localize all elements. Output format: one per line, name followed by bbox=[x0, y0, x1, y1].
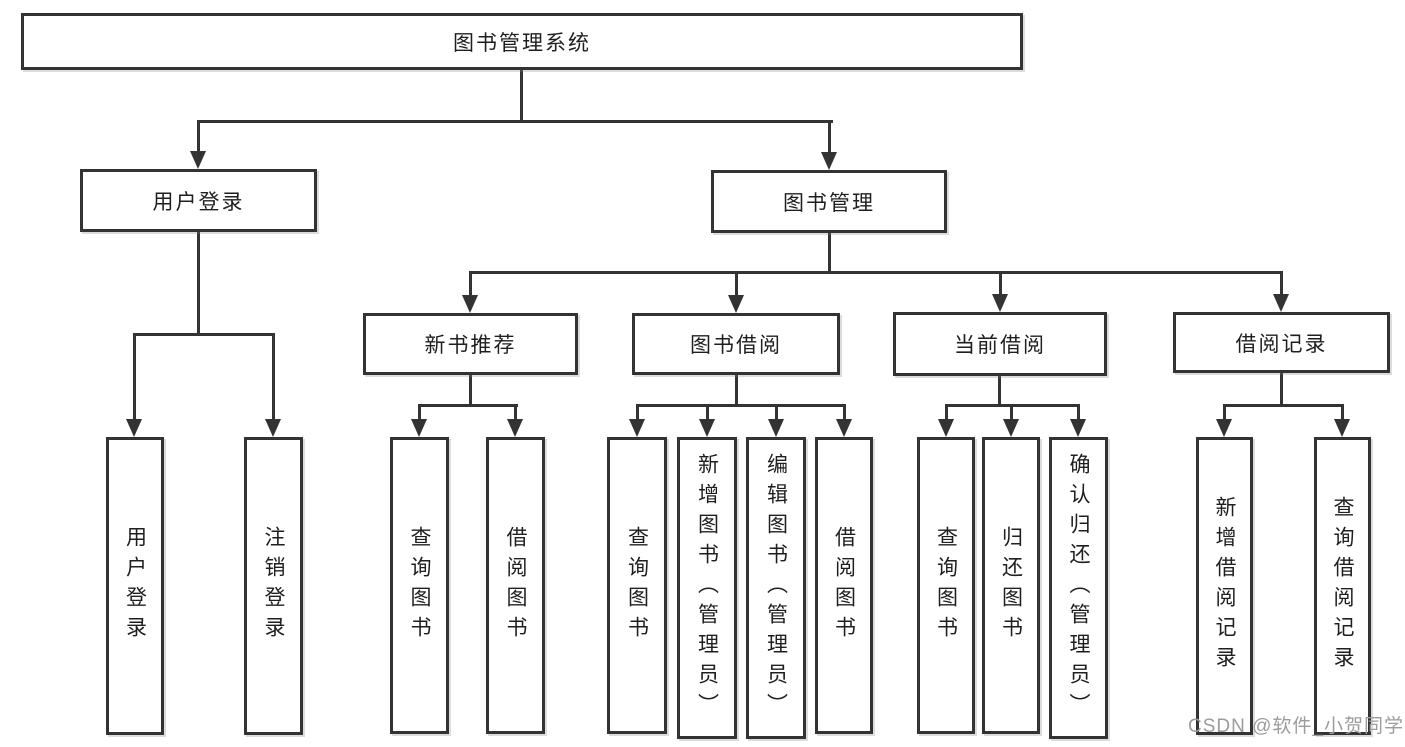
leaf-label: 查询图书 bbox=[934, 525, 958, 646]
node-label: 图书管理 bbox=[783, 191, 875, 215]
arrow-down-icon bbox=[126, 419, 142, 437]
connector-line bbox=[1341, 404, 1344, 421]
leaf-label: 借阅图书 bbox=[832, 525, 856, 646]
leaf-current-confirm-return-admin: 确认归还（管理员） bbox=[1049, 437, 1108, 739]
leaf-newbook-borrow-books: 借阅图书 bbox=[486, 437, 545, 734]
arrow-down-icon bbox=[1273, 294, 1289, 312]
node-label: 图书管理系统 bbox=[453, 31, 591, 55]
node-current-borrowing: 当前借阅 bbox=[893, 312, 1107, 376]
node-user-login: 用户登录 bbox=[80, 169, 317, 232]
connector-line bbox=[197, 232, 200, 335]
leaf-current-return-books: 归还图书 bbox=[982, 437, 1040, 734]
connector-line bbox=[197, 120, 200, 152]
connector-line bbox=[133, 333, 136, 420]
leaf-newbook-query-books: 查询图书 bbox=[390, 437, 449, 734]
connector-line bbox=[469, 375, 472, 407]
leaf-records-add-record: 新增借阅记录 bbox=[1196, 437, 1253, 735]
leaf-label: 查询图书 bbox=[625, 525, 649, 646]
connector-line bbox=[1010, 404, 1013, 421]
arrow-down-icon bbox=[728, 295, 744, 313]
leaf-label: 编辑图书（管理员） bbox=[764, 453, 788, 723]
connector-line bbox=[735, 375, 738, 407]
leaf-label: 注销登录 bbox=[262, 526, 285, 646]
node-book-management: 图书管理 bbox=[711, 170, 947, 233]
connector-line bbox=[735, 271, 738, 296]
arrow-down-icon bbox=[938, 419, 954, 437]
connector-line bbox=[828, 120, 831, 153]
arrow-down-icon bbox=[190, 151, 206, 169]
arrow-down-icon bbox=[1216, 419, 1232, 437]
connector-line bbox=[469, 271, 1283, 274]
arrow-down-icon bbox=[462, 295, 478, 313]
node-label: 借阅记录 bbox=[1235, 332, 1328, 356]
connector-line bbox=[133, 333, 275, 336]
node-new-book-recommendation: 新书推荐 bbox=[363, 313, 578, 375]
leaf-label: 借阅图书 bbox=[504, 525, 527, 646]
connector-line bbox=[1077, 404, 1080, 421]
connector-line bbox=[999, 271, 1002, 295]
arrow-down-icon bbox=[1070, 419, 1086, 437]
arrow-down-icon bbox=[507, 419, 523, 437]
leaf-logout: 注销登录 bbox=[244, 437, 303, 735]
connector-line bbox=[1280, 373, 1283, 407]
connector-line bbox=[706, 404, 709, 421]
leaf-borrow-edit-books-admin: 编辑图书（管理员） bbox=[746, 437, 806, 739]
node-label: 图书借阅 bbox=[690, 334, 782, 357]
connector-line bbox=[843, 404, 846, 421]
connector-line bbox=[945, 404, 948, 421]
leaf-label: 确认归还（管理员） bbox=[1067, 453, 1090, 723]
connector-line bbox=[636, 404, 639, 421]
leaf-label: 用户登录 bbox=[123, 526, 147, 646]
connector-line bbox=[1223, 404, 1226, 421]
leaf-records-query-record: 查询借阅记录 bbox=[1314, 437, 1371, 735]
arrow-down-icon bbox=[821, 152, 837, 170]
node-label: 当前借阅 bbox=[954, 334, 1046, 357]
arrow-down-icon bbox=[411, 419, 427, 437]
arrow-down-icon bbox=[265, 419, 281, 437]
arrow-down-icon bbox=[629, 419, 645, 437]
arrow-down-icon bbox=[1334, 419, 1350, 437]
connector-line bbox=[775, 404, 778, 421]
leaf-user-login: 用户登录 bbox=[106, 437, 164, 735]
arrow-down-icon bbox=[836, 419, 852, 437]
arrow-down-icon bbox=[768, 419, 784, 437]
node-book-borrowing: 图书借阅 bbox=[632, 313, 840, 375]
leaf-current-query-books: 查询图书 bbox=[917, 437, 975, 734]
connector-line bbox=[272, 333, 275, 420]
connector-line bbox=[469, 271, 472, 296]
node-label: 用户登录 bbox=[152, 190, 245, 214]
connector-line bbox=[197, 120, 833, 123]
node-book-management-system: 图书管理系统 bbox=[21, 13, 1023, 70]
arrow-down-icon bbox=[992, 294, 1008, 312]
leaf-borrow-add-books-admin: 新增图书（管理员） bbox=[677, 437, 737, 739]
leaf-label: 新增图书（管理员） bbox=[695, 453, 719, 723]
connector-line bbox=[1223, 404, 1344, 407]
leaf-label: 归还图书 bbox=[999, 525, 1023, 646]
leaf-borrow-borrow-books: 借阅图书 bbox=[815, 437, 873, 734]
leaf-borrow-query-books: 查询图书 bbox=[607, 437, 667, 734]
connector-line bbox=[828, 233, 831, 273]
node-label: 新书推荐 bbox=[424, 334, 517, 357]
connector-line bbox=[418, 404, 421, 421]
connector-line bbox=[418, 404, 518, 407]
connector-line bbox=[636, 404, 846, 407]
connector-line bbox=[514, 404, 517, 421]
leaf-label: 查询图书 bbox=[408, 525, 431, 646]
leaf-label: 新增借阅记录 bbox=[1213, 496, 1236, 676]
watermark: CSDN @软件_小贺同学 bbox=[1188, 716, 1404, 737]
node-borrowing-records: 借阅记录 bbox=[1173, 312, 1390, 373]
connector-line bbox=[1280, 271, 1283, 295]
leaf-label: 查询借阅记录 bbox=[1331, 496, 1354, 676]
arrow-down-icon bbox=[699, 419, 715, 437]
connector-line bbox=[998, 376, 1001, 407]
connector-line bbox=[520, 70, 523, 122]
arrow-down-icon bbox=[1003, 419, 1019, 437]
